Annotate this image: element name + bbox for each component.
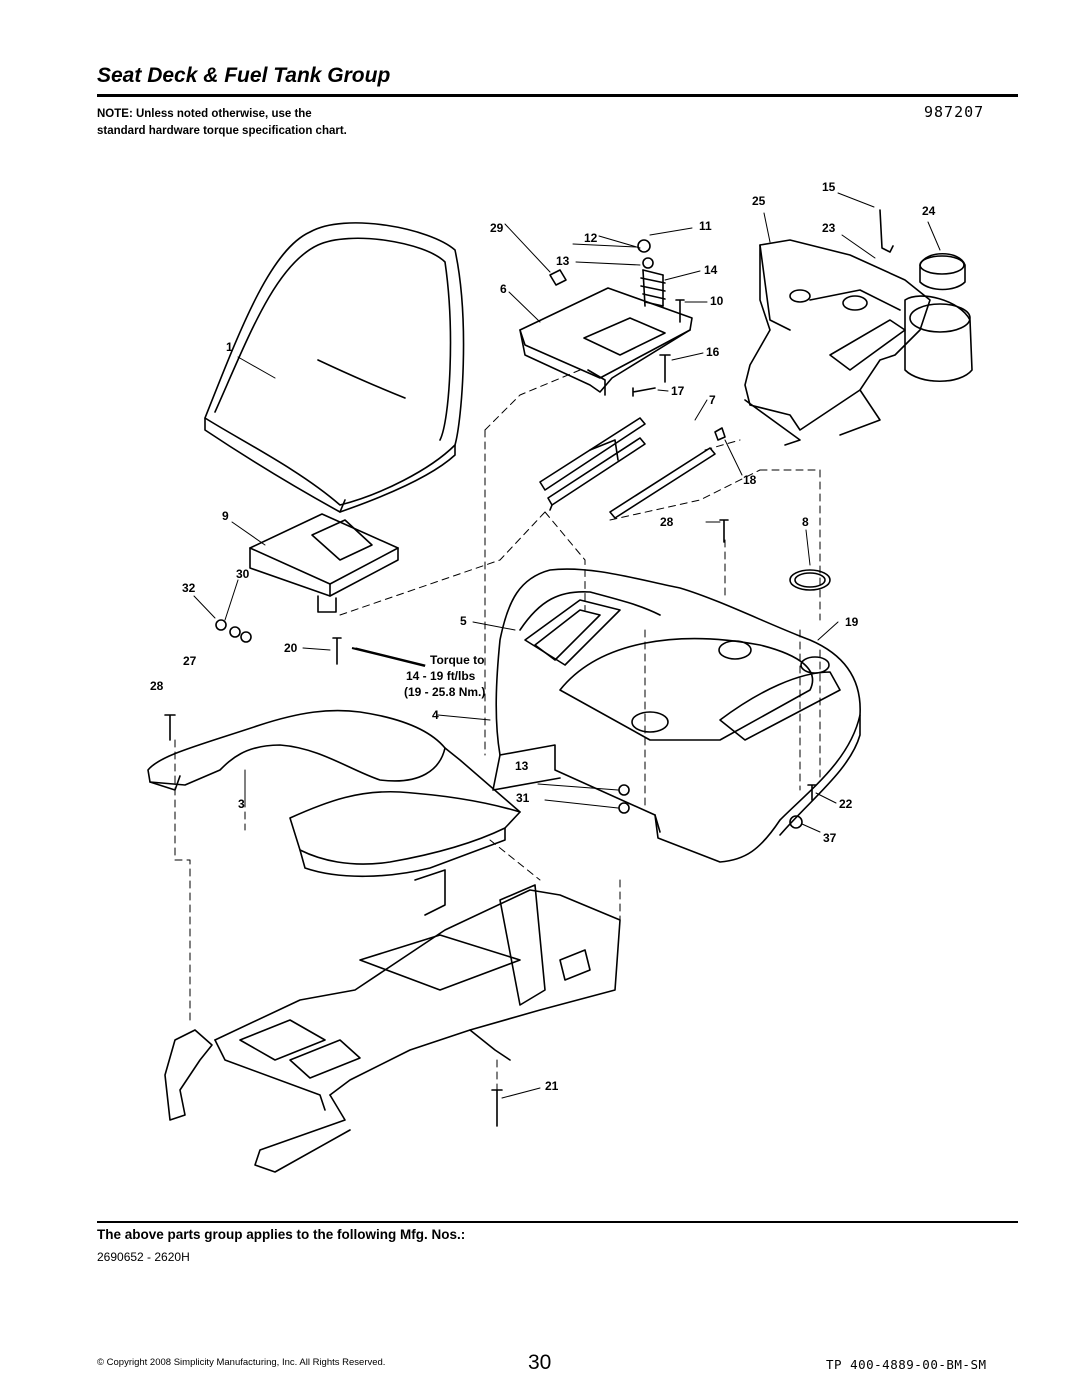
- torque-note: NOTE: Unless noted otherwise, use the st…: [97, 108, 347, 137]
- callout-27: 27: [183, 654, 197, 668]
- callout-15: 15: [822, 180, 836, 194]
- callout-20: 20: [284, 641, 298, 655]
- fuel-tank-part: [744, 239, 973, 446]
- callout-14: 14: [704, 263, 718, 277]
- callout-7: 7: [709, 393, 716, 407]
- assembly-lines: [174, 369, 821, 1091]
- callout-23: 23: [822, 221, 836, 235]
- callout-4: 4: [432, 708, 439, 722]
- callout-16: 16: [706, 345, 720, 359]
- callout-12: 12: [584, 231, 598, 245]
- callout-9: 9: [222, 509, 229, 523]
- front-panel-part: [147, 709, 521, 878]
- callout-30: 30: [236, 567, 250, 581]
- o-ring-part: [789, 569, 831, 591]
- page-title: Seat Deck & Fuel Tank Group: [97, 64, 391, 87]
- callout-1: 1: [226, 340, 233, 354]
- torque-label-line1: Torque to: [430, 653, 484, 667]
- seat-plate-part: [249, 513, 399, 613]
- bolts: [164, 299, 817, 1127]
- callout-37: 37: [823, 831, 837, 845]
- callout-6: 6: [500, 282, 507, 296]
- seat-rail-part: [539, 417, 716, 519]
- bottom-rule: [97, 1221, 1018, 1223]
- callout-18: 18: [743, 473, 757, 487]
- torque-label-line2: 14 - 19 ft/lbs: [406, 669, 476, 683]
- callout-13a: 13: [556, 254, 570, 268]
- callout-13b: 13: [515, 759, 529, 773]
- callout-24: 24: [922, 204, 936, 218]
- mfg-numbers: 2690652 - 2620H: [97, 1250, 190, 1264]
- callout-22: 22: [839, 797, 853, 811]
- document-id: TP 400-4889-00-BM-SM: [826, 1357, 987, 1372]
- nuts-washers: [215, 239, 803, 829]
- callout-28a: 28: [150, 679, 164, 693]
- fender-part: [492, 754, 661, 833]
- callout-11: 11: [699, 219, 712, 233]
- callout-10: 10: [710, 294, 724, 308]
- callout-3: 3: [238, 797, 245, 811]
- leader-lines: [193, 192, 941, 1099]
- callout-25: 25: [752, 194, 766, 208]
- page-number: 30: [528, 1351, 552, 1374]
- callout-5: 5: [460, 614, 467, 628]
- fuel-line-part: [879, 209, 894, 253]
- callout-31: 31: [516, 791, 530, 805]
- seat-part: [204, 222, 465, 513]
- copyright-notice: © Copyright 2008 Simplicity Manufacturin…: [97, 1357, 386, 1368]
- torque-label-line3: (19 - 25.8 Nm.): [404, 685, 485, 699]
- torque-leader: [351, 647, 426, 667]
- callout-29: 29: [490, 221, 504, 235]
- applies-heading: The above parts group applies to the fol…: [97, 1227, 466, 1242]
- frame-part: [164, 869, 621, 1173]
- figure-number: 987207: [924, 103, 985, 121]
- title-rule: [97, 94, 1018, 97]
- spring-part: [640, 269, 666, 307]
- seat-bracket-part: [519, 287, 693, 396]
- callout-21: 21: [545, 1079, 559, 1093]
- callout-17: 17: [671, 384, 685, 398]
- callout-28b: 28: [660, 515, 674, 529]
- callout-8: 8: [802, 515, 809, 529]
- callout-32: 32: [182, 581, 196, 595]
- callout-labels: 1 3 4 5 6 7 8 9 10 11 12 13 13 14 15 16 …: [150, 180, 936, 1093]
- callout-19: 19: [845, 615, 859, 629]
- seat-deck-part: [495, 568, 861, 863]
- o-ring-inner: [794, 572, 826, 588]
